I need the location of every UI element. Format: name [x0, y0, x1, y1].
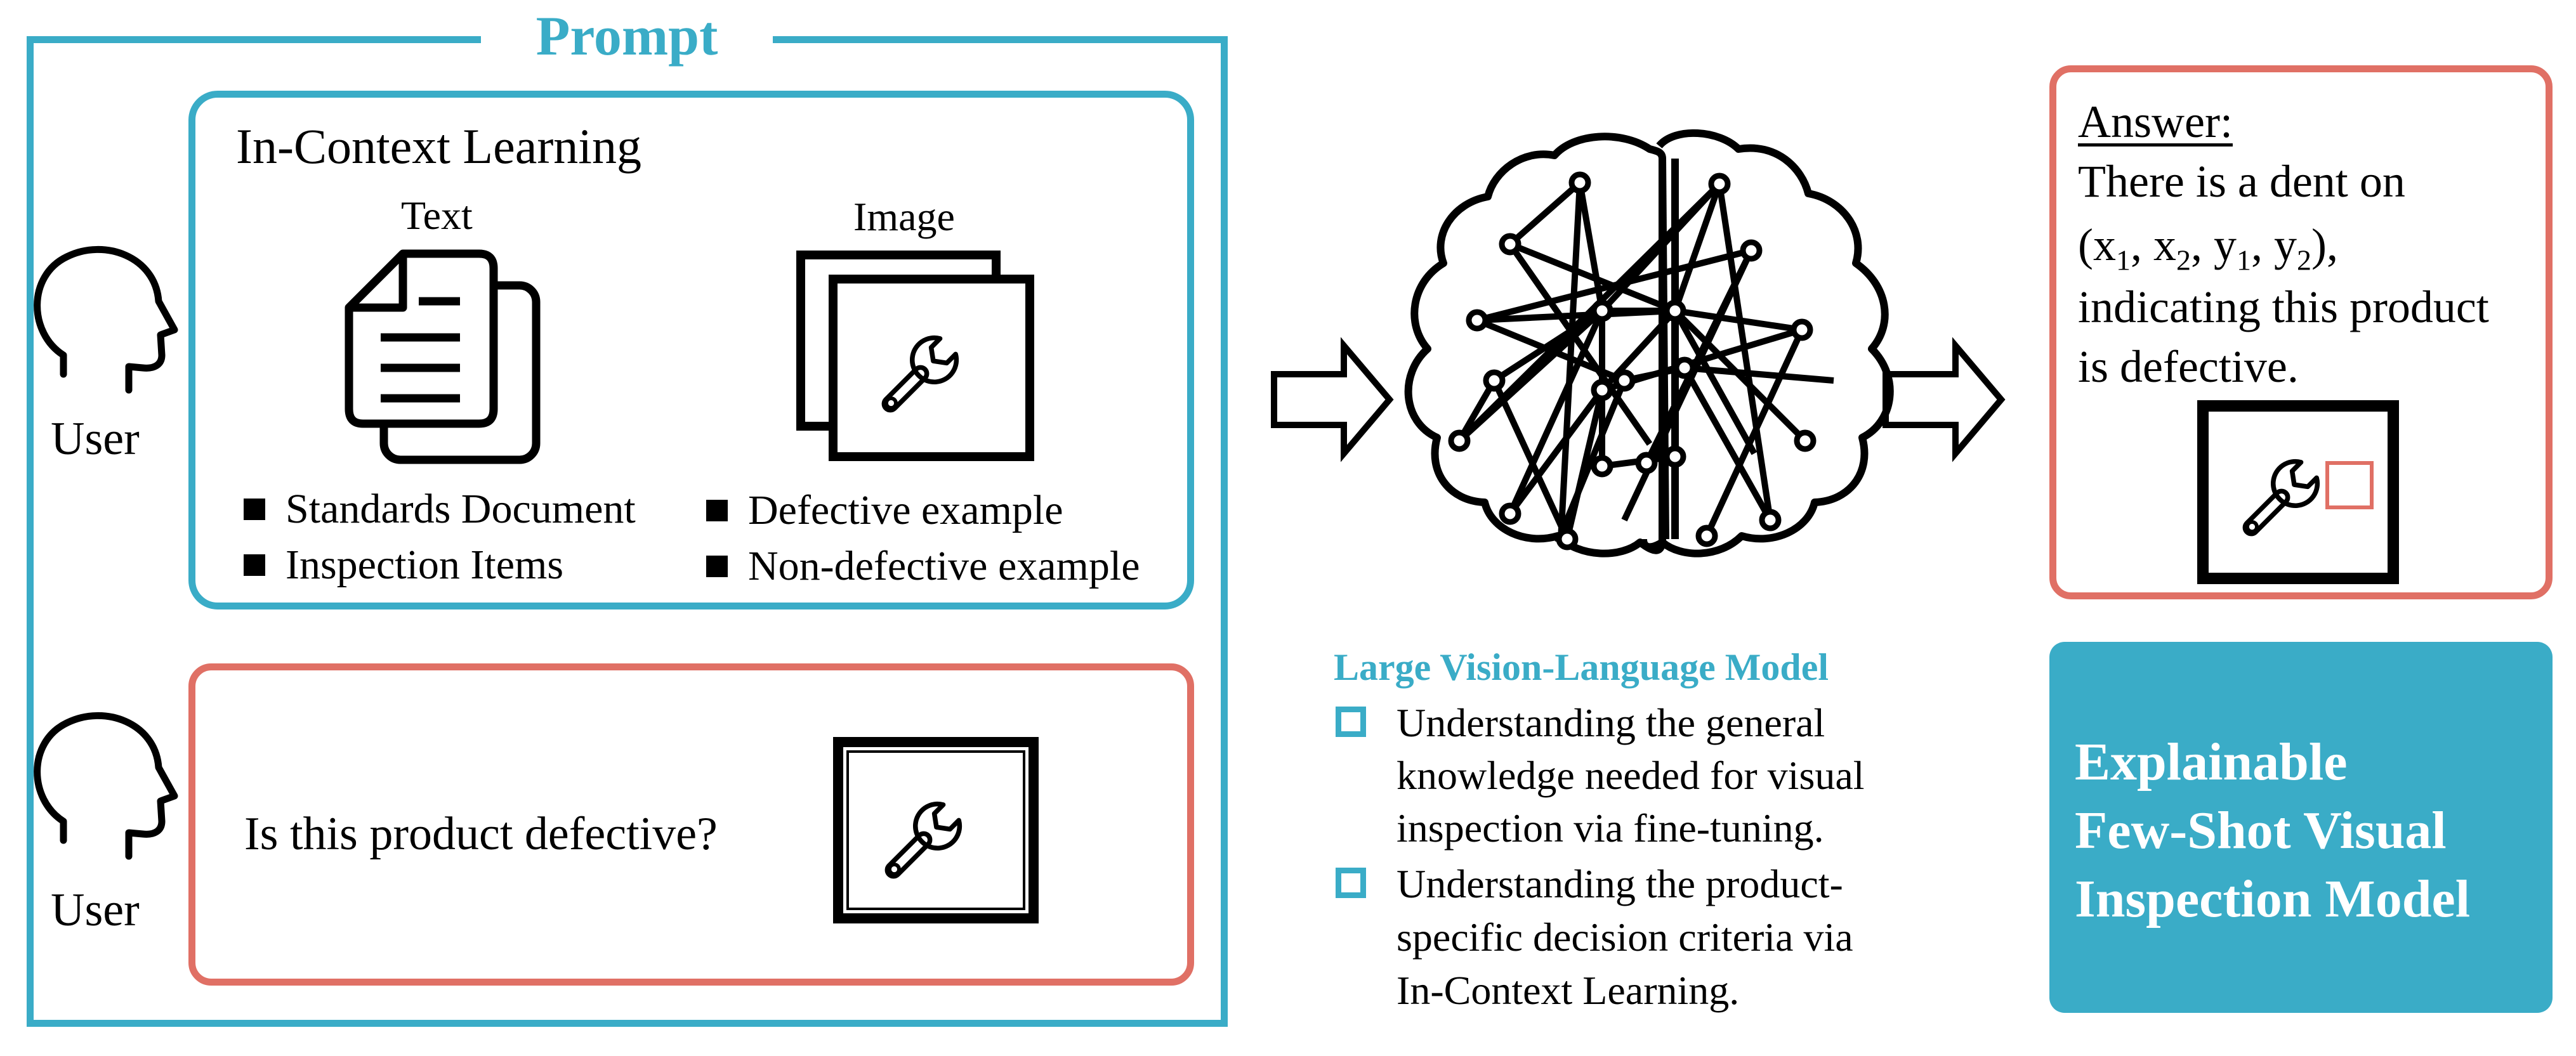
- brain-network-icon: [1404, 129, 1894, 557]
- documents-icon: [345, 249, 541, 464]
- text-heading: Text: [401, 193, 473, 238]
- bullet-square: [244, 554, 265, 576]
- result-line-3: Inspection Model: [2075, 870, 2471, 929]
- user-label-2: User: [51, 884, 140, 936]
- text-item-standards: Standards Document: [244, 488, 636, 530]
- query-question: Is this product defective?: [244, 808, 718, 860]
- result-box: [2049, 642, 2553, 1013]
- image-item-nondefective: Non-defective example: [706, 545, 1140, 587]
- bullet-square: [706, 555, 728, 577]
- result-line-1: Explainable: [2075, 733, 2348, 792]
- bullet-square: [244, 498, 265, 520]
- user-head-icon: [37, 249, 174, 390]
- image-heading: Image: [853, 194, 955, 239]
- wrench-image-icon: [833, 737, 1039, 923]
- prompt-title: Prompt: [536, 6, 718, 67]
- image-item-defective: Defective example: [706, 490, 1063, 531]
- answer-line-3: indicating this product: [2078, 282, 2489, 332]
- icl-title: In-Context Learning: [236, 119, 641, 174]
- text-item-inspection: Inspection Items: [244, 544, 563, 586]
- wrench-with-defect-box-icon: [2197, 400, 2399, 584]
- answer-label: Answer:: [2078, 96, 2233, 147]
- model-title: Large Vision-Language Model: [1334, 646, 1829, 688]
- query-box: [188, 663, 1194, 986]
- user-label-1: User: [51, 413, 140, 465]
- answer-line-1: There is a dent on: [2078, 156, 2405, 207]
- image-stack-wrench-icon: [796, 251, 1034, 461]
- bullet-square: [706, 499, 728, 521]
- prompt-title-mask: [481, 13, 773, 63]
- arrow-right-icon: [1271, 337, 1394, 462]
- icl-box: [188, 91, 1194, 609]
- user-head-icon: [37, 715, 174, 856]
- checkbox-square-icon: [1336, 868, 1366, 899]
- answer-line-4: is defective.: [2078, 341, 2299, 392]
- result-line-2: Few-Shot Visual: [2075, 801, 2447, 860]
- answer-box: [2049, 65, 2553, 599]
- arrow-right-icon: [1883, 337, 2006, 462]
- checkbox-square-icon: [1336, 707, 1366, 738]
- answer-coordinates: (x1, x2, y1, y2),: [2078, 219, 2338, 277]
